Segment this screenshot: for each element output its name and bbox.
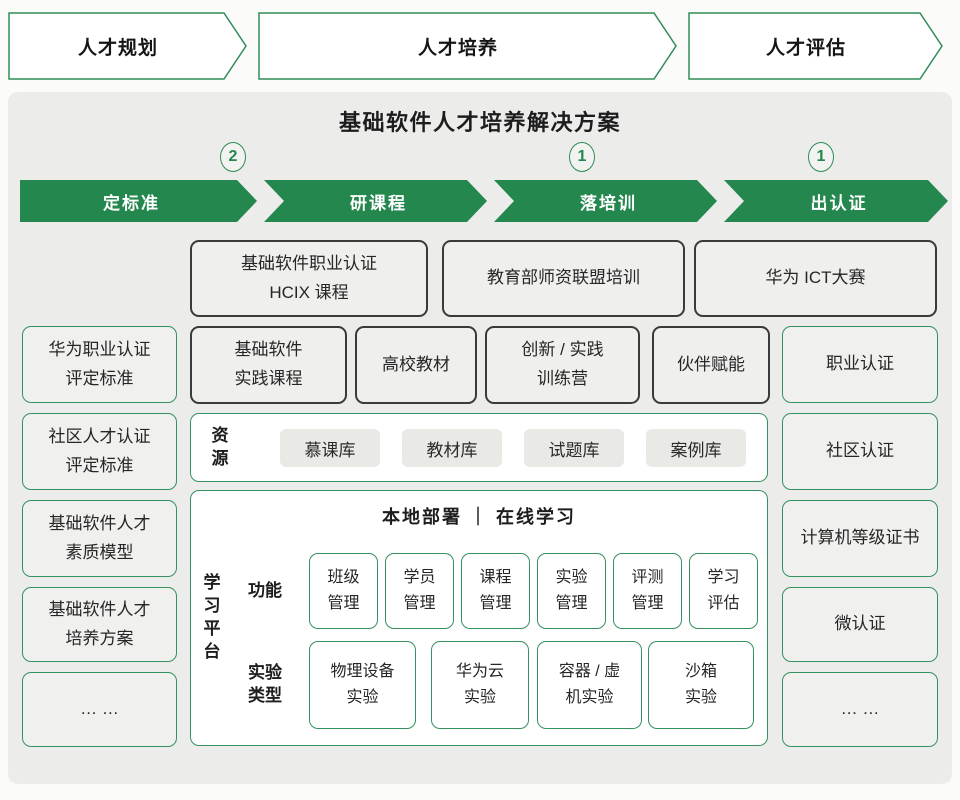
card-innovation-camp: 创新 / 实践 训练营 (485, 326, 640, 404)
standard-training-program: 基础软件人才 培养方案 (22, 587, 177, 662)
solution-title: 基础软件人才培养解决方案 (338, 110, 621, 135)
platform-label: 学 习 平 台 (203, 573, 221, 661)
flow-step-label: 人才评估 (765, 37, 846, 59)
standard-quality-model: 基础软件人才 素质模型 (22, 500, 177, 577)
deploy-mode-title: 本地部署 ｜ 在线学习 (381, 507, 576, 527)
resource-textbook-library: 教材库 (402, 429, 502, 467)
card-practice-courses: 基础软件 实践课程 (190, 326, 347, 404)
chevron-outline-icon (258, 12, 677, 80)
chevron-outline-icon (688, 12, 943, 80)
experiment-huawei-cloud: 华为云 实验 (431, 641, 529, 729)
function-class-mgmt: 班级 管理 (309, 553, 378, 629)
flow-step-label: 人才培养 (417, 37, 498, 59)
solution-panel: 基础软件人才培养解决方案 2 1 1 定标准 研课程 落培训 出认证 基础软件职… (8, 92, 952, 784)
standard-huawei-cert: 华为职业认证 评定标准 (22, 326, 177, 403)
resource-mooc-library: 慕课库 (280, 429, 380, 467)
cert-professional: 职业认证 (782, 326, 938, 403)
function-lab-mgmt: 实验 管理 (537, 553, 606, 629)
chevron-outline-icon (8, 12, 247, 80)
process-step-certification: 出认证 (724, 180, 948, 222)
function-student-mgmt: 学员 管理 (385, 553, 454, 629)
learning-platform-panel: 本地部署 ｜ 在线学习 学 习 平 台 功能 班级 管理 学员 管理 课程 管理… (190, 490, 768, 746)
cert-community: 社区认证 (782, 413, 938, 490)
function-assessment-mgmt: 评测 管理 (613, 553, 682, 629)
flow-step-talent-planning: 人才规划 (8, 12, 248, 80)
experiment-physical-device: 物理设备 实验 (309, 641, 416, 729)
process-step-set-standard: 定标准 (20, 180, 257, 222)
card-college-textbooks: 高校教材 (355, 326, 477, 404)
process-step-build-courses: 研课程 (264, 180, 487, 222)
cert-more-ellipsis: … … (782, 672, 938, 747)
experiment-sandbox: 沙箱 实验 (648, 641, 754, 729)
resource-question-library: 试题库 (524, 429, 624, 467)
functions-label: 功能 (248, 580, 282, 600)
flow-step-label: 人才规划 (77, 37, 158, 59)
card-hcix-courses: 基础软件职业认证 HCIX 课程 (190, 240, 428, 317)
standard-community-cert: 社区人才认证 评定标准 (22, 413, 177, 490)
flow-step-talent-evaluation: 人才评估 (688, 12, 944, 80)
experiment-container-vm: 容器 / 虚 机实验 (537, 641, 642, 729)
card-huawei-ict-contest: 华为 ICT大赛 (694, 240, 937, 317)
experiment-types-label: 实验 类型 (248, 663, 282, 705)
resources-label: 资 源 (211, 425, 229, 468)
step-count-badge: 1 (569, 142, 595, 172)
cert-computer-rank: 计算机等级证书 (782, 500, 938, 577)
card-partner-enablement: 伙伴赋能 (652, 326, 770, 404)
resource-case-library: 案例库 (646, 429, 746, 467)
resources-panel: 资 源 慕课库 教材库 试题库 案例库 (190, 413, 768, 482)
step-count-badge: 1 (808, 142, 834, 172)
flow-step-talent-training: 人才培养 (258, 12, 678, 80)
function-learning-eval: 学习 评估 (689, 553, 758, 629)
card-moe-teacher-training: 教育部师资联盟培训 (442, 240, 685, 317)
step-count-badge: 2 (220, 142, 246, 172)
cert-micro: 微认证 (782, 587, 938, 662)
function-course-mgmt: 课程 管理 (461, 553, 530, 629)
standard-more-ellipsis: … … (22, 672, 177, 747)
process-step-run-training: 落培训 (494, 180, 717, 222)
